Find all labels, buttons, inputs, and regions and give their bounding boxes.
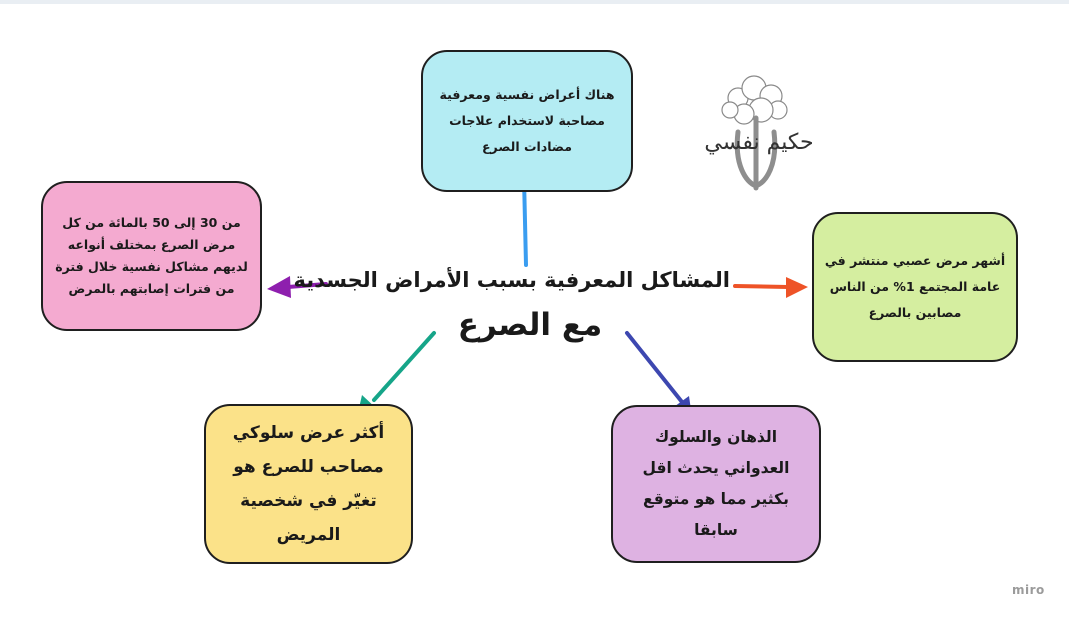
arrow-right-head: [786, 277, 808, 298]
box-bottom-right: الذهان والسلوك العدواني يحدث اقل بكثير م…: [611, 405, 821, 563]
box-left-line: مرض الصرع بمختلف أنواعه: [67, 237, 236, 252]
arrow-top: [522, 176, 528, 267]
box-left-line: لديهم مشاكل نفسية خلال فترة: [55, 259, 248, 274]
box-top-line: هناك أعراض نفسية ومعرفية: [439, 87, 615, 102]
box-top: هناك أعراض نفسية ومعرفية مصاحبة لاستخدام…: [421, 50, 633, 192]
arrow-left: [286, 282, 328, 289]
box-bottom-left-text: أكثر عرض سلوكي مصاحب للصرع هو تغيّر في ش…: [233, 416, 385, 552]
box-bottom-left: أكثر عرض سلوكي مصاحب للصرع هو تغيّر في ش…: [204, 404, 413, 564]
box-bottom-right-text: الذهان والسلوك العدواني يحدث اقل بكثير م…: [643, 422, 790, 546]
box-top-text: هناك أعراض نفسية ومعرفية مصاحبة لاستخدام…: [440, 82, 615, 160]
box-right-text: أشهر مرض عصبي منتشر في عامة المجتمع 1% م…: [825, 248, 1005, 326]
box-left-text: من 30 إلى 50 بالمائة من كل مرض الصرع بمخ…: [55, 212, 248, 300]
miro-watermark: miro: [1012, 583, 1045, 597]
center-subtitle: مع الصرع: [457, 307, 603, 343]
box-bottom-right-line: بكثير مما هو متوقع: [643, 490, 789, 508]
box-bottom-right-line: الذهان والسلوك: [654, 428, 778, 446]
box-right-line: أشهر مرض عصبي منتشر في: [824, 253, 1006, 268]
box-bottom-left-line: تغيّر في شخصية: [240, 491, 377, 511]
box-left-line: من فترات إصابتهم بالمرض: [68, 281, 235, 296]
box-bottom-left-line: المريض: [276, 525, 341, 545]
box-left-line: من 30 إلى 50 بالمائة من كل: [62, 215, 241, 230]
box-bottom-left-line: مصاحب للصرع هو: [233, 457, 384, 477]
center-title: المشاكل المعرفية بسبب الأمراض الجسدية: [293, 268, 731, 292]
box-right-line: عامة المجتمع 1% من الناس: [829, 279, 1001, 294]
arrow-left-head: [267, 276, 291, 298]
box-right-line: مصابين بالصرع: [868, 305, 962, 320]
box-bottom-left-line: أكثر عرض سلوكي: [232, 423, 385, 443]
box-top-line: مضادات الصرع: [482, 139, 572, 154]
box-bottom-right-line: العدواني يحدث اقل: [642, 459, 790, 477]
box-left: من 30 إلى 50 بالمائة من كل مرض الصرع بمخ…: [41, 181, 262, 331]
arrow-bottom-left: [372, 331, 436, 402]
box-bottom-right-line: سابقا: [694, 521, 738, 539]
box-right: أشهر مرض عصبي منتشر في عامة المجتمع 1% م…: [812, 212, 1018, 362]
arrow-bottom-right: [625, 331, 684, 404]
arrow-right: [733, 284, 790, 289]
logo-text: حكيم نفسي: [704, 130, 814, 155]
box-top-line: مصاحبة لاستخدام علاجات: [449, 113, 605, 128]
tree-logo-icon: [721, 75, 788, 191]
top-border: [0, 0, 1069, 4]
